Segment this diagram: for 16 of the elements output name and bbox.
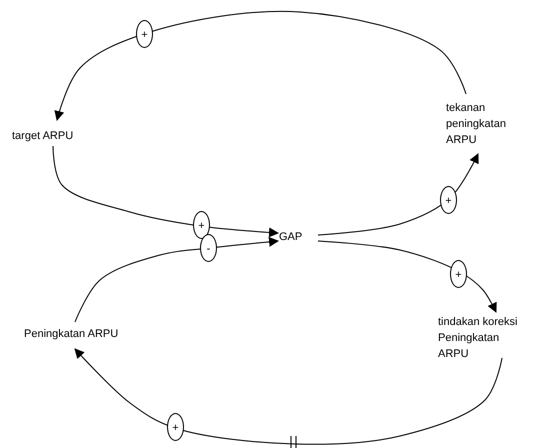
variable-label: Peningkatan ARPU	[24, 327, 120, 342]
variable-label: tindakan koreksi Peningkatan ARPU	[438, 315, 518, 362]
arrow	[318, 153, 479, 236]
arrow	[318, 240, 497, 313]
variable-label: tekanan peningkatan ARPU	[446, 101, 507, 148]
polarity-sign: +	[450, 260, 467, 288]
variable-label: target ARPU	[12, 129, 74, 144]
arrow	[74, 348, 502, 445]
polarity-sign: -	[200, 234, 217, 262]
variable-label: GAP	[279, 230, 304, 245]
arrow	[74, 236, 279, 322]
arrow	[52, 146, 279, 238]
polarity-sign: +	[167, 413, 184, 441]
polarity-sign: +	[136, 20, 153, 48]
polarity-sign: +	[440, 186, 457, 214]
arrow	[54, 10, 466, 121]
